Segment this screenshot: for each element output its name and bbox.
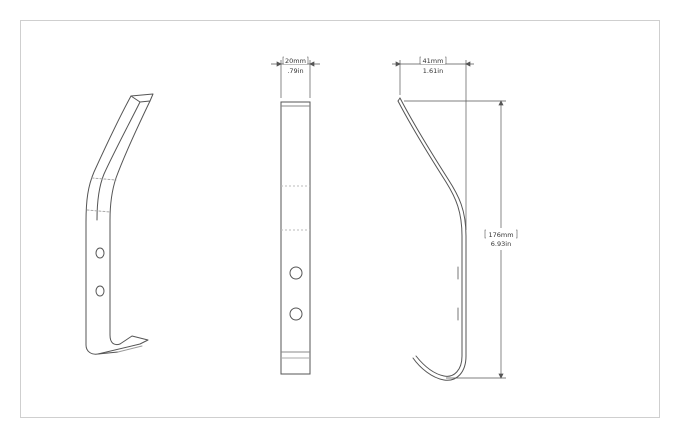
depth-label-imperial: 1.61in <box>423 67 443 75</box>
side-profile-inner <box>399 97 467 381</box>
iso-bottom-lip <box>97 335 149 355</box>
iso-bend-line-2 <box>86 209 111 213</box>
width-bracket <box>282 56 309 65</box>
height-dimension <box>404 100 518 379</box>
front-screw-hole-lower <box>289 307 303 321</box>
iso-body-inner <box>109 100 151 346</box>
height-bracket <box>484 229 518 239</box>
iso-screw-hole-upper <box>95 247 105 259</box>
width-arrows <box>276 61 315 67</box>
height-label-imperial: 6.93in <box>491 240 511 248</box>
width-label-imperial: .79in <box>287 67 303 75</box>
iso-bend-line-1 <box>91 177 117 181</box>
front-view <box>280 101 311 375</box>
iso-bottom-lip-edge <box>117 345 143 353</box>
iso-screw-hole-lower <box>95 285 105 297</box>
iso-body-thickness <box>96 101 141 221</box>
sheet-border <box>20 20 660 418</box>
side-view <box>397 97 467 381</box>
height-label-metric: 176mm <box>488 231 513 239</box>
depth-dimension <box>392 56 474 230</box>
side-top-tab <box>397 97 401 102</box>
dimension-brackets <box>282 56 518 239</box>
isometric-view <box>85 93 154 355</box>
depth-arrows <box>395 61 471 67</box>
height-arrows <box>498 100 504 379</box>
front-screw-hole-upper <box>289 266 303 280</box>
depth-label-metric: 41mm <box>423 57 444 65</box>
height-label-bg <box>484 228 518 250</box>
width-dimension <box>271 56 320 98</box>
front-body <box>280 101 311 375</box>
side-profile-outer <box>397 100 463 377</box>
depth-label-bg <box>420 56 446 64</box>
depth-bracket <box>419 56 447 65</box>
width-label-metric: 20mm <box>285 57 306 65</box>
width-label-bg <box>283 56 308 64</box>
iso-body-outer <box>85 95 132 355</box>
